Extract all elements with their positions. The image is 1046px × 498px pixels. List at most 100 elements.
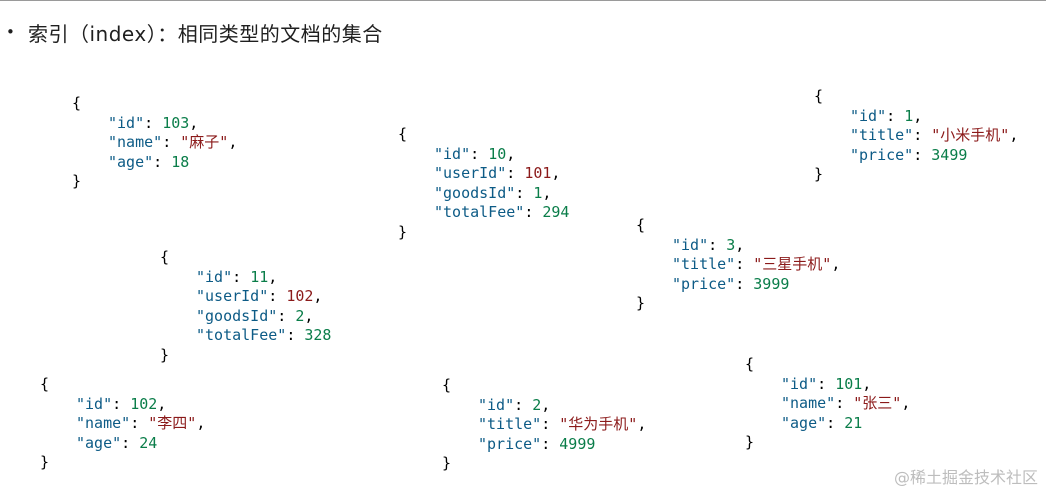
json-value: 2 bbox=[532, 395, 542, 414]
open-brace: { bbox=[398, 125, 408, 143]
json-field: "id": 11, bbox=[160, 268, 331, 288]
colon: : bbox=[541, 415, 560, 434]
json-value: 4999 bbox=[559, 434, 596, 453]
heading-text: 索引（index）：相同类型的文档的集合 bbox=[28, 21, 383, 46]
colon: : bbox=[506, 164, 525, 183]
json-key: "goodsId" bbox=[434, 183, 516, 202]
json-value: 102 bbox=[130, 394, 158, 413]
json-key: "totalFee" bbox=[196, 326, 287, 345]
json-field: "goodsId": 2, bbox=[160, 307, 331, 327]
json-key: "id" bbox=[781, 374, 818, 393]
close-brace: } bbox=[40, 453, 50, 472]
colon: : bbox=[826, 413, 845, 432]
json-value: 1 bbox=[533, 183, 543, 202]
top-divider bbox=[0, 0, 1046, 1]
json-key: "price" bbox=[478, 434, 542, 453]
close-brace: } bbox=[745, 433, 755, 452]
colon: : bbox=[524, 203, 543, 222]
json-field: "name": "麻子", bbox=[72, 133, 237, 153]
colon: : bbox=[514, 395, 533, 414]
json-value: "张三" bbox=[853, 394, 902, 413]
comma: , bbox=[542, 183, 552, 202]
json-key: "id" bbox=[196, 267, 233, 286]
json-key: "price" bbox=[850, 145, 914, 164]
json-field: "title": "小米手机", bbox=[814, 126, 1018, 146]
json-key: "title" bbox=[478, 415, 542, 434]
comma: , bbox=[196, 414, 206, 433]
json-field: "id": 3, bbox=[636, 236, 840, 256]
comma: , bbox=[304, 306, 314, 325]
json-field: "age": 18 bbox=[72, 153, 237, 173]
json-document: {"id": 3,"title": "三星手机","price": 3999} bbox=[636, 216, 840, 314]
json-value: 2 bbox=[295, 306, 305, 325]
comma: , bbox=[506, 144, 516, 163]
colon: : bbox=[277, 306, 296, 325]
json-document: {"id": 2,"title": "华为手机","price": 4999} bbox=[442, 376, 646, 474]
json-key: "price" bbox=[672, 274, 736, 293]
json-field: "totalFee": 294 bbox=[398, 203, 569, 223]
json-value: 101 bbox=[524, 164, 552, 183]
json-value: 101 bbox=[835, 374, 863, 393]
open-brace: { bbox=[72, 94, 82, 112]
json-field: "totalFee": 328 bbox=[160, 326, 331, 346]
comma: , bbox=[268, 267, 278, 286]
comma: , bbox=[313, 287, 323, 306]
json-key: "title" bbox=[850, 126, 914, 145]
json-key: "age" bbox=[76, 433, 122, 452]
json-field: "price": 4999 bbox=[442, 435, 646, 455]
colon: : bbox=[286, 326, 305, 345]
comma: , bbox=[157, 394, 167, 413]
json-field: "id": 1, bbox=[814, 107, 1018, 127]
json-value: 24 bbox=[139, 433, 158, 452]
json-key: "name" bbox=[76, 414, 131, 433]
json-document: {"id": 103,"name": "麻子","age": 18} bbox=[72, 94, 237, 192]
close-brace: } bbox=[442, 454, 452, 473]
open-brace: { bbox=[40, 375, 50, 393]
json-value: 11 bbox=[250, 267, 269, 286]
comma: , bbox=[901, 394, 911, 413]
json-key: "id" bbox=[76, 394, 113, 413]
json-key: "age" bbox=[781, 413, 827, 432]
json-key: "age" bbox=[108, 152, 154, 171]
comma: , bbox=[1009, 126, 1019, 145]
colon: : bbox=[130, 414, 149, 433]
colon: : bbox=[541, 434, 560, 453]
colon: : bbox=[112, 394, 131, 413]
json-value: 21 bbox=[844, 413, 863, 432]
colon: : bbox=[232, 267, 251, 286]
json-value: 10 bbox=[488, 144, 507, 163]
json-key: "id" bbox=[108, 113, 145, 132]
close-brace: } bbox=[814, 165, 824, 184]
bullet-icon: • bbox=[6, 23, 15, 41]
json-key: "id" bbox=[434, 144, 471, 163]
json-field: "title": "华为手机", bbox=[442, 415, 646, 435]
json-key: "id" bbox=[478, 395, 515, 414]
json-field: "name": "张三", bbox=[745, 394, 910, 414]
json-key: "name" bbox=[108, 133, 163, 152]
comma: , bbox=[551, 164, 561, 183]
colon: : bbox=[886, 106, 905, 125]
json-value: "麻子" bbox=[180, 133, 229, 152]
comma: , bbox=[189, 113, 199, 132]
json-document: { "id": 1,"title": "小米手机","price": 3499} bbox=[814, 87, 1018, 185]
json-value: 294 bbox=[542, 203, 570, 222]
json-value: 18 bbox=[171, 152, 190, 171]
close-brace: } bbox=[160, 345, 170, 364]
json-field: "age": 24 bbox=[40, 434, 205, 454]
json-field: "userId": 102, bbox=[160, 287, 331, 307]
colon: : bbox=[515, 183, 534, 202]
json-key: "userId" bbox=[434, 164, 507, 183]
colon: : bbox=[268, 287, 287, 306]
json-key: "goodsId" bbox=[196, 306, 278, 325]
comma: , bbox=[831, 255, 841, 274]
open-brace: { bbox=[442, 376, 452, 394]
colon: : bbox=[708, 235, 727, 254]
json-field: "goodsId": 1, bbox=[398, 184, 569, 204]
close-brace: } bbox=[398, 222, 408, 241]
json-field: "userId": 101, bbox=[398, 164, 569, 184]
json-value: "小米手机" bbox=[931, 126, 1010, 145]
json-value: 103 bbox=[162, 113, 190, 132]
json-field: "price": 3499 bbox=[814, 146, 1018, 166]
open-brace: { bbox=[814, 87, 824, 105]
colon: : bbox=[121, 433, 140, 452]
